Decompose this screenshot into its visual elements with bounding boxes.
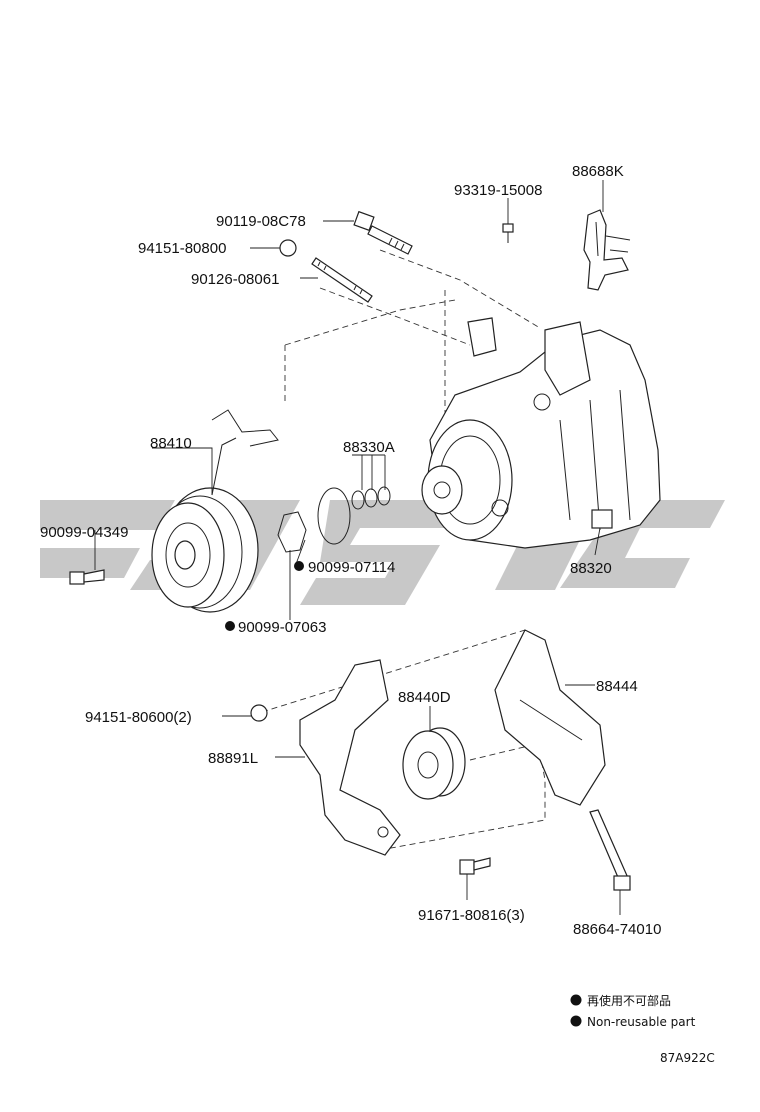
label-90099-07114[interactable]: 90099-07114: [308, 559, 395, 576]
label-90119[interactable]: 90119-08C78: [216, 213, 306, 230]
label-88664[interactable]: 88664-74010: [573, 921, 661, 938]
label-90126[interactable]: 90126-08061: [191, 271, 279, 288]
label-93319[interactable]: 93319-15008: [454, 182, 542, 199]
bracket-88891L[interactable]: [299, 659, 401, 856]
bolt-90099-04349[interactable]: [69, 569, 105, 585]
shims-88330A[interactable]: [351, 486, 391, 510]
label-90099-07063[interactable]: 90099-07063: [238, 619, 326, 636]
label-90099-04349[interactable]: 90099-04349: [40, 524, 128, 541]
label-88891L[interactable]: 88891L: [208, 750, 258, 767]
legend-en: Non-reusable part: [587, 1015, 696, 1029]
nut-94151-80600[interactable]: [250, 704, 268, 722]
legend: 再使用不可部品 Non-reusable part: [570, 993, 696, 1029]
bolt-90119[interactable]: [353, 210, 413, 255]
label-88444[interactable]: 88444: [596, 678, 638, 695]
label-91671[interactable]: 91671-80816(3): [418, 907, 525, 924]
label-88688K[interactable]: 88688K: [572, 163, 624, 180]
clutch-pulley-88410[interactable]: [151, 409, 279, 613]
legend-jp: 再使用不可部品: [587, 993, 671, 1008]
legend-dot-jp: [570, 994, 582, 1006]
label-88410[interactable]: 88410: [150, 435, 192, 452]
label-88330A[interactable]: 88330A: [343, 439, 395, 456]
adjusting-bar-88444[interactable]: [494, 629, 606, 806]
screw-93319[interactable]: [502, 223, 514, 243]
clip-88688K[interactable]: [583, 209, 631, 291]
snap-ring-90099-07063[interactable]: [277, 511, 307, 553]
idler-pulley-88440D[interactable]: [402, 727, 466, 800]
non-reusable-dot-90099-07114: [294, 561, 304, 571]
label-94151-80600[interactable]: 94151-80600(2): [85, 709, 192, 726]
bolt-88664[interactable]: [589, 809, 631, 891]
figure-code: 87A922C: [660, 1051, 715, 1065]
stud-90126[interactable]: [311, 257, 373, 303]
bolt-91671[interactable]: [459, 857, 491, 875]
non-reusable-dot-90099-07063: [225, 621, 235, 631]
compressor-88320[interactable]: [421, 317, 661, 549]
legend-dot-en: [570, 1015, 582, 1027]
label-94151-80800[interactable]: 94151-80800: [138, 240, 226, 257]
label-88440D[interactable]: 88440D: [398, 689, 451, 706]
snap-ring-90099-07114[interactable]: [317, 487, 351, 545]
label-88320[interactable]: 88320: [570, 560, 612, 577]
nut-94151-80800[interactable]: [279, 239, 297, 257]
